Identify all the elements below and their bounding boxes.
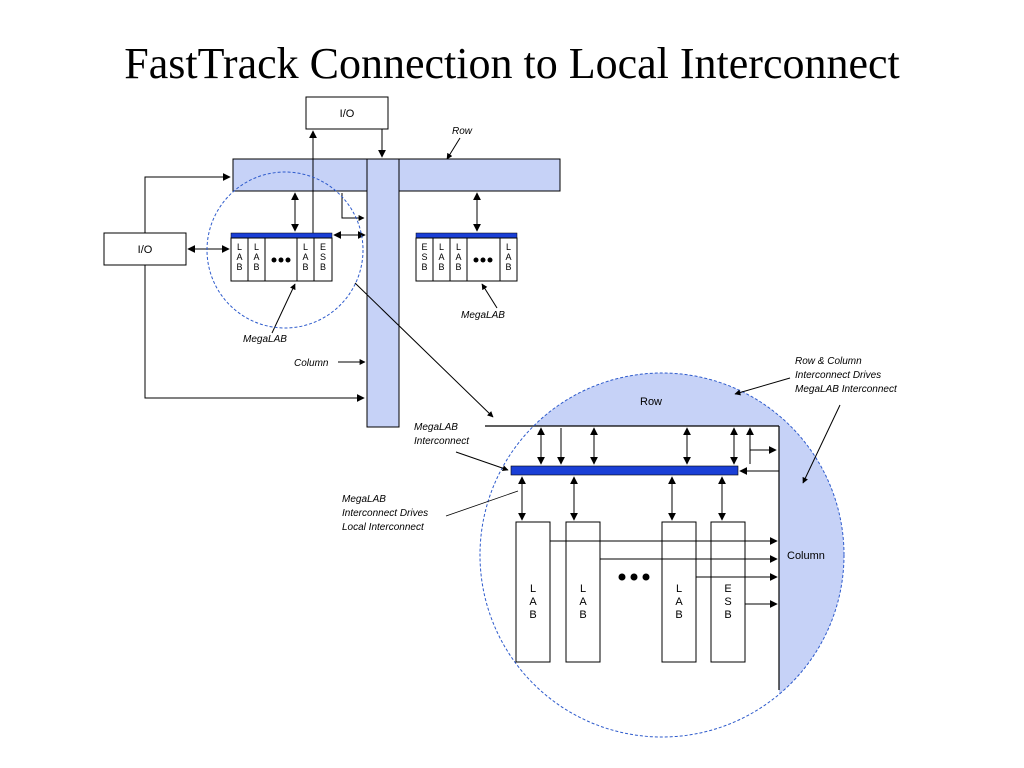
zoom-source-circle bbox=[206, 171, 364, 329]
zoom-column-label: Column bbox=[787, 550, 825, 562]
zoom-block-lab-1 bbox=[515, 521, 551, 663]
io-left-label: I/O bbox=[138, 244, 153, 256]
megalab-right-label: MegaLAB bbox=[461, 310, 505, 321]
io-top-label: I/O bbox=[340, 108, 355, 120]
megalab-interconnect-label: MegaLAB Interconnect bbox=[414, 422, 470, 447]
zoom-block-ellipsis bbox=[618, 573, 650, 581]
row-column-drives-pointer-column bbox=[802, 404, 841, 484]
megalab-interconnect-pointer bbox=[455, 451, 509, 472]
zoom-pointer bbox=[354, 282, 494, 418]
column-label: Column bbox=[294, 358, 329, 369]
drives-local-pointer bbox=[445, 490, 519, 517]
megalab-left-label: MegaLAB bbox=[243, 334, 287, 345]
zoom-circle-outline bbox=[479, 372, 845, 738]
zoom-row-label: Row bbox=[640, 396, 662, 408]
io-top-box bbox=[305, 96, 389, 130]
left-cell-ellipsis bbox=[271, 257, 291, 263]
overview-diagram: I/O I/O Row Column bbox=[103, 96, 561, 428]
megalab-right-pointer bbox=[481, 283, 498, 309]
zoom-block-lab-2 bbox=[565, 521, 601, 663]
io-left-to-column-arrow bbox=[144, 265, 365, 402]
row-column-drives-label: Row & Column Interconnect Drives MegaLAB… bbox=[795, 356, 898, 395]
io-left-to-row-arrow bbox=[144, 173, 231, 233]
row-column-drives-pointer-row bbox=[734, 377, 791, 396]
row-label: Row bbox=[452, 126, 473, 137]
io-left-box bbox=[103, 232, 187, 266]
row-label-pointer bbox=[446, 137, 461, 160]
zoom-block-esb bbox=[710, 521, 746, 663]
column-interconnect bbox=[366, 158, 400, 428]
row-to-column-turn-arrow bbox=[341, 193, 365, 221]
right-cell-ellipsis bbox=[473, 257, 493, 263]
megalab-left-pointer bbox=[271, 283, 296, 334]
drives-local-label: MegaLAB Interconnect Drives Local Interc… bbox=[342, 494, 431, 533]
megalab-interconnect-bar bbox=[510, 465, 739, 476]
zoom-block-lab-4 bbox=[661, 521, 697, 663]
slide-title: FastTrack Connection to Local Interconne… bbox=[124, 39, 900, 88]
